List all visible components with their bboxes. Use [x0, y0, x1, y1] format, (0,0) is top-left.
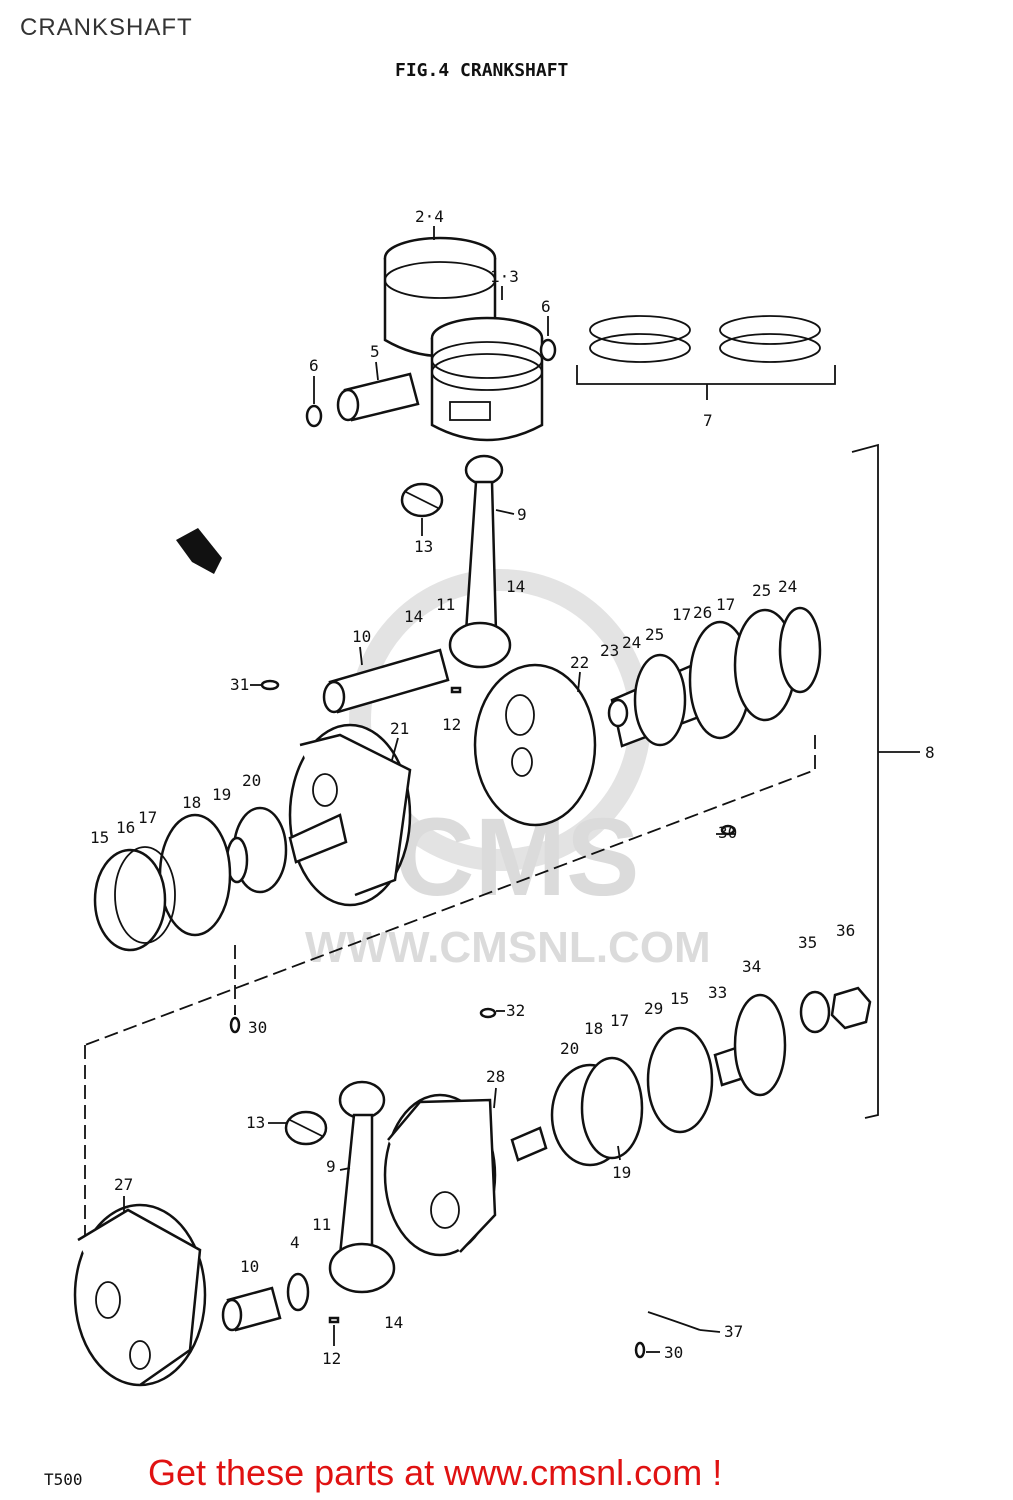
callout-10: 10 [352, 627, 371, 646]
callout-35: 35 [798, 933, 817, 952]
callout-23: 23 [600, 641, 619, 660]
callout-18: 18 [182, 793, 201, 812]
crank-web-21 [288, 723, 412, 907]
figure-title: FIG.4 CRANKSHAFT [395, 60, 569, 81]
callout-34: 34 [742, 957, 761, 976]
callout-24: 24 [622, 633, 641, 652]
callout-26: 26 [693, 603, 712, 622]
callout-22: 22 [570, 653, 589, 672]
pin-30-left [229, 1016, 241, 1034]
callout-6: 6 [309, 356, 319, 375]
pin-12-lower [328, 1316, 340, 1324]
key-31 [260, 679, 280, 691]
callout-17: 17 [610, 1011, 629, 1030]
bearing-small-end-lower [284, 1110, 328, 1146]
callout-9: 9 [517, 505, 527, 524]
crankpin-lower [221, 1272, 310, 1332]
callout-15: 15 [670, 989, 689, 1008]
callout-17: 17 [138, 808, 157, 827]
callout-30: 30 [664, 1343, 683, 1362]
callout-1-3: 1·3 [490, 267, 519, 286]
alignment-line-upper [84, 735, 816, 1046]
callout-12: 12 [442, 715, 461, 734]
callout-labels: 2·4 1·3 6 6 5 7 9 13 14 14 11 10 12 31 2… [90, 207, 935, 1368]
callout-30: 30 [248, 1018, 267, 1037]
circlip-right [539, 338, 557, 362]
model-code: T500 [44, 1470, 83, 1489]
pin-30-low [634, 1341, 646, 1359]
callout-2-4: 2·4 [415, 207, 444, 226]
callout-14: 14 [506, 577, 525, 596]
callout-4: 4 [290, 1233, 300, 1252]
assembly-bracket [851, 443, 879, 1119]
callout-32: 32 [506, 1001, 525, 1020]
right-shaft-bearings-upper [607, 606, 822, 748]
callout-25: 25 [752, 581, 771, 600]
callout-17: 17 [716, 595, 735, 614]
callout-24: 24 [778, 577, 797, 596]
callout-30: 30 [718, 823, 737, 842]
piston-pin [336, 372, 420, 422]
piston-rings-set [576, 315, 836, 400]
callout-5: 5 [370, 342, 380, 361]
callout-20: 20 [242, 771, 261, 790]
oil-seal-37 [647, 1311, 701, 1331]
callout-11: 11 [312, 1215, 331, 1234]
callout-14: 14 [404, 607, 423, 626]
connecting-rod-lower [328, 1080, 396, 1294]
promo-link[interactable]: Get these parts at www.cmsnl.com ! [148, 1452, 723, 1493]
front-direction-arrow [176, 528, 222, 574]
callout-10: 10 [240, 1257, 259, 1276]
bearing-small-end-upper [400, 482, 444, 518]
callout-29: 29 [644, 999, 663, 1018]
callout-9: 9 [326, 1157, 336, 1176]
callout-20: 20 [560, 1039, 579, 1058]
connecting-rod-upper [448, 454, 512, 669]
callout-28: 28 [486, 1067, 505, 1086]
crank-web-22 [473, 663, 597, 827]
callout-37: 37 [724, 1322, 743, 1341]
callout-25: 25 [645, 625, 664, 644]
pin-12-upper [450, 686, 462, 694]
callout-18: 18 [584, 1019, 603, 1038]
callout-8: 8 [925, 743, 935, 762]
callout-17: 17 [672, 605, 691, 624]
callout-31: 31 [230, 675, 249, 694]
crankpin-upper [322, 648, 450, 714]
callout-7: 7 [703, 411, 713, 430]
callout-19: 19 [612, 1163, 631, 1182]
circlip-left [305, 404, 323, 428]
callout-6: 6 [541, 297, 551, 316]
callout-33: 33 [708, 983, 727, 1002]
callout-36: 36 [836, 921, 855, 940]
callout-19: 19 [212, 785, 231, 804]
callout-15: 15 [90, 828, 109, 847]
callout-11: 11 [436, 595, 455, 614]
leader-lines [123, 226, 736, 1353]
callout-16: 16 [116, 818, 135, 837]
left-shaft-bearings-upper [93, 806, 348, 952]
right-shaft-bearings-lower [550, 986, 872, 1167]
watermark-url: WWW.CMSNL.COM [305, 923, 711, 972]
crank-web-28 [383, 1093, 548, 1257]
callout-13: 13 [414, 537, 433, 556]
callout-12: 12 [322, 1349, 341, 1368]
callout-13: 13 [246, 1113, 265, 1132]
callout-27: 27 [114, 1175, 133, 1194]
callout-21: 21 [390, 719, 409, 738]
callout-14: 14 [384, 1313, 403, 1332]
page-title: CRANKSHAFT [20, 14, 193, 41]
piston-front [430, 316, 544, 442]
crank-web-27 [73, 1203, 207, 1387]
key-32 [479, 1007, 497, 1019]
